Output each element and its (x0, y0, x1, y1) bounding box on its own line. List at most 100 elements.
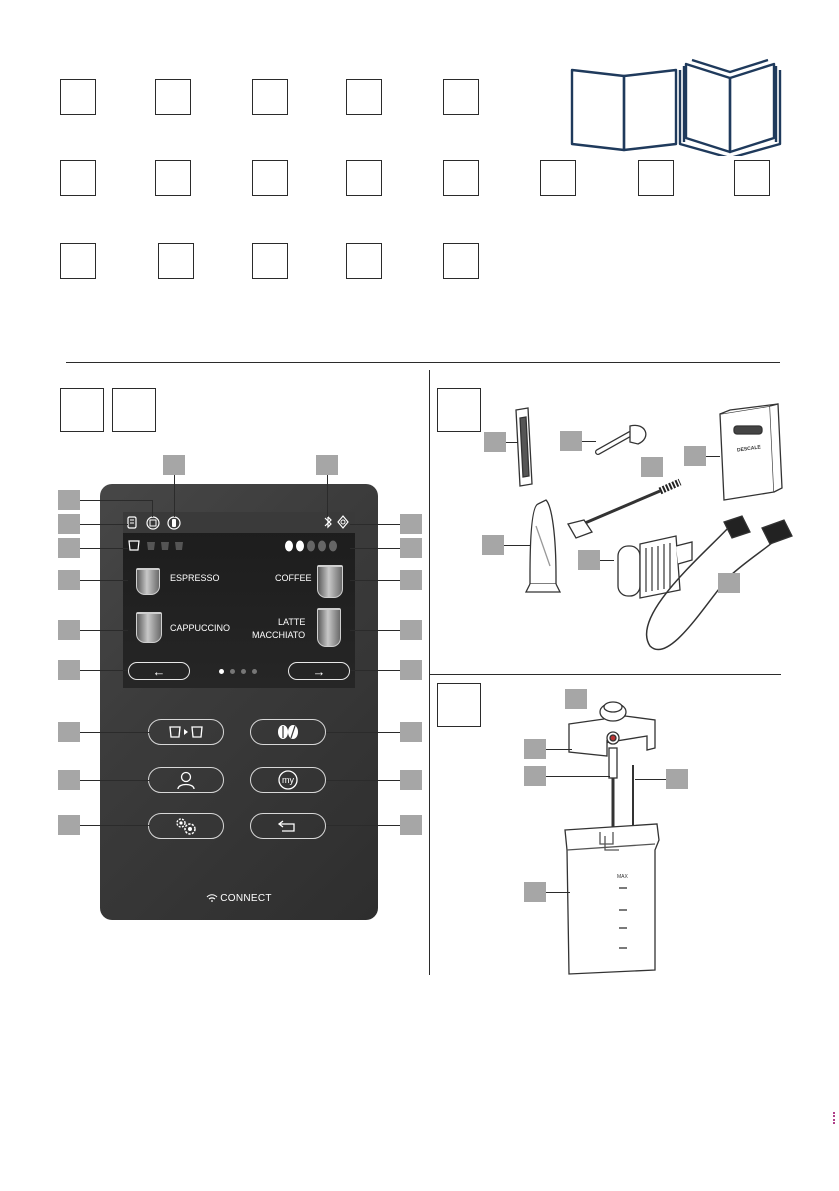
section-box-a (60, 388, 104, 432)
page-dot (252, 669, 257, 674)
settings-gear-icon (176, 818, 196, 835)
callout-line (327, 475, 328, 517)
callout-line (80, 548, 128, 549)
page-dot (241, 669, 246, 674)
back-button[interactable] (250, 813, 326, 839)
callout-tag (484, 432, 506, 452)
callout-tag (400, 570, 422, 590)
svg-text:my: my (282, 775, 294, 785)
arrow-right-icon[interactable]: → (288, 662, 350, 680)
profile-button[interactable] (148, 767, 224, 793)
callout-tag (58, 490, 80, 510)
callout-tag (524, 739, 546, 759)
callout-tag (400, 538, 422, 558)
label-box (638, 160, 674, 196)
callout-line (80, 630, 128, 631)
callout-tag (524, 882, 546, 902)
callout-tag (400, 514, 422, 534)
callout-tag (400, 620, 422, 640)
section-divider (66, 362, 780, 364)
callout-line (504, 545, 530, 546)
callout-tag (58, 770, 80, 790)
label-box (443, 79, 479, 115)
callout-tag (58, 538, 80, 558)
section-box-d (437, 683, 481, 727)
callout-line (582, 441, 596, 442)
espresso-label[interactable]: ESPRESSO (170, 573, 220, 583)
callout-line (326, 780, 400, 781)
callout-line (80, 500, 152, 501)
aroma-indicator (285, 540, 337, 552)
callout-tag (400, 815, 422, 835)
callout-line (546, 892, 570, 893)
callout-line (546, 776, 610, 777)
callout-line (706, 456, 720, 457)
callout-tag (560, 431, 582, 451)
callout-line (152, 500, 153, 517)
callout-tag (400, 722, 422, 742)
callout-tag (578, 550, 600, 570)
status-icons-left (127, 516, 181, 530)
label-box (346, 160, 382, 196)
book-icon (570, 58, 782, 156)
wifi-icon (206, 894, 218, 902)
connect-label: CONNECT (100, 893, 378, 904)
callout-tag (58, 722, 80, 742)
leaf-icon (337, 515, 349, 529)
callout-tag (400, 770, 422, 790)
espresso-cup-icon[interactable] (136, 568, 160, 595)
callout-line (80, 580, 128, 581)
callout-tag (58, 660, 80, 680)
callout-tag (58, 815, 80, 835)
callout-tag (400, 660, 422, 680)
label-box (252, 160, 288, 196)
callout-line (174, 475, 175, 517)
svg-text:MAX: MAX (617, 874, 629, 880)
label-box (734, 160, 770, 196)
vertical-divider (429, 370, 431, 975)
cappuccino-label[interactable]: CAPPUCCINO (170, 623, 231, 633)
label-box (443, 160, 479, 196)
beans-button[interactable] (250, 719, 326, 745)
cappuccino-cup-icon[interactable] (136, 612, 162, 643)
callout-tag (58, 620, 80, 640)
latte-label-line1[interactable]: LATTE (278, 617, 306, 627)
accessories-illustration (515, 403, 793, 650)
milk-container-illustration: MAX (564, 701, 660, 975)
settings-button[interactable] (148, 813, 224, 839)
cup-size-indicator (128, 540, 183, 551)
coffee-cup-icon[interactable] (317, 565, 343, 598)
label-box (60, 160, 96, 196)
back-icon (277, 820, 295, 832)
latte-glass-icon[interactable] (317, 608, 341, 647)
label-box (60, 243, 96, 279)
callout-line (350, 630, 400, 631)
callout-line (326, 825, 400, 826)
cup-switch-button[interactable] (148, 719, 224, 745)
connect-text: CONNECT (220, 893, 272, 904)
callout-line (80, 780, 150, 781)
beans-icon (278, 725, 298, 739)
callout-tag (58, 570, 80, 590)
callout-line (80, 524, 128, 525)
callout-line (506, 442, 518, 443)
arrow-left-icon[interactable]: ← (128, 662, 190, 680)
callout-line (80, 825, 150, 826)
my-button[interactable]: my (250, 767, 326, 793)
callout-tag (58, 514, 80, 534)
latte-label-line2[interactable]: MACCHIATO (252, 630, 306, 640)
label-box (158, 243, 194, 279)
callout-tag (718, 573, 740, 593)
label-box (346, 79, 382, 115)
label-box (540, 160, 576, 196)
coffee-label[interactable]: COFFEE (275, 573, 312, 583)
callout-line (350, 670, 400, 671)
label-box (155, 160, 191, 196)
label-box (443, 243, 479, 279)
label-box (346, 243, 382, 279)
callout-tag (524, 766, 546, 786)
callout-line (326, 732, 400, 733)
callout-line (635, 779, 666, 780)
label-box (252, 79, 288, 115)
callout-line (80, 732, 150, 733)
